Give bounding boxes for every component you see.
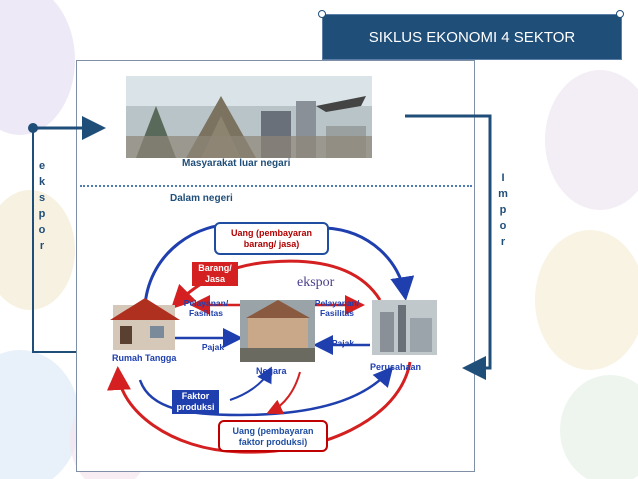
box-line: Uang (pembayaran: [230, 228, 313, 238]
box-line: Barang/: [198, 263, 232, 273]
services-left-label: Pelayanan/ Fasilitas: [176, 298, 236, 318]
box-line: barang/ jasa): [243, 239, 300, 249]
flow-negara-blue-arrow: [229, 366, 272, 401]
foreign-society-label: Masyarakat luar negari: [182, 158, 291, 169]
impor-bracket: [405, 114, 492, 380]
letter: I: [501, 172, 505, 184]
letter: k: [38, 176, 46, 188]
government-building-image: [240, 300, 315, 362]
domestic-label: Dalam negeri: [170, 193, 233, 204]
label-line: Fasilitas: [319, 308, 355, 318]
box-line: faktor produksi): [238, 437, 308, 447]
label-line: Pelayanan/: [314, 298, 360, 308]
letter: r: [500, 236, 506, 248]
flow-negara-red-arrow: [266, 371, 301, 415]
letter: p: [38, 208, 46, 220]
tax-right-label: Pajak: [331, 338, 355, 348]
services-right-label: Pelayanan/ Fasilitas: [306, 298, 368, 318]
tax-left-label: Pajak: [201, 342, 225, 352]
box-line: produksi: [176, 402, 215, 412]
ekspor-vertical-label: e k s p o r: [36, 158, 48, 254]
box-line: Faktor: [181, 391, 210, 401]
letter: s: [38, 192, 46, 204]
household-label: Rumah Tangga: [112, 353, 177, 363]
letter: o: [38, 224, 46, 236]
ekspor-bracket: [28, 116, 106, 353]
letter: e: [38, 160, 46, 172]
company-label: Perusahaan: [370, 362, 422, 372]
letter: m: [498, 188, 508, 200]
label-line: Pelayanan/: [183, 298, 229, 308]
label-line: Fasilitas: [188, 308, 224, 318]
letter: p: [499, 204, 507, 216]
factory-image: [372, 300, 437, 355]
production-factor-box: Faktor produksi: [172, 390, 219, 414]
flow-factor-arrow: [138, 366, 394, 417]
foreign-society-photo: [126, 76, 372, 158]
house-image: [110, 298, 180, 350]
flow-factor-money-arrow: [106, 361, 412, 454]
money-factor-box: Uang (pembayaran faktor produksi): [218, 420, 328, 452]
state-label: Negara: [256, 366, 287, 376]
box-line: Uang (pembayaran: [232, 426, 314, 436]
goods-services-box: Barang/ Jasa: [192, 262, 238, 286]
domestic-divider: [80, 185, 472, 187]
ekspor-center-label: ekspor: [297, 275, 335, 290]
letter: r: [39, 240, 45, 252]
box-line: Jasa: [204, 274, 226, 284]
letter: o: [499, 220, 507, 232]
title-corner-dot: [616, 10, 624, 18]
impor-vertical-label: I m p o r: [497, 170, 509, 250]
slide-title: SIKLUS EKONOMI 4 SEKTOR: [322, 14, 622, 60]
money-goods-box: Uang (pembayaran barang/ jasa): [214, 222, 329, 255]
title-corner-dot: [318, 10, 326, 18]
